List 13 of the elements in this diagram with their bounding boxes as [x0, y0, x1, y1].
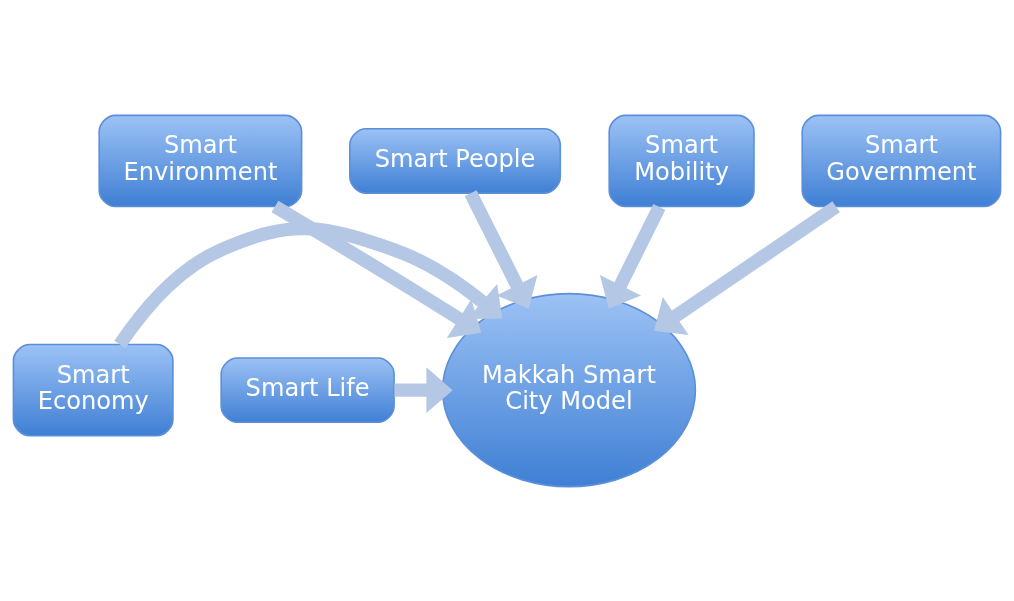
- arrow: [114, 221, 503, 348]
- node-box: Smart Environment: [98, 114, 303, 207]
- arrow: [599, 203, 666, 309]
- node-box: Smart People: [349, 127, 562, 194]
- node-box: Smart Government: [801, 114, 1002, 207]
- arrow: [271, 200, 482, 338]
- node-box: Smart Mobility: [608, 114, 755, 207]
- arrow: [394, 366, 453, 413]
- node-ellipse: Makkah Smart City Model: [441, 292, 697, 487]
- node-box: Smart Economy: [12, 343, 174, 436]
- arrow: [654, 200, 840, 335]
- arrow: [464, 189, 538, 309]
- node-box: Smart Life: [220, 356, 395, 423]
